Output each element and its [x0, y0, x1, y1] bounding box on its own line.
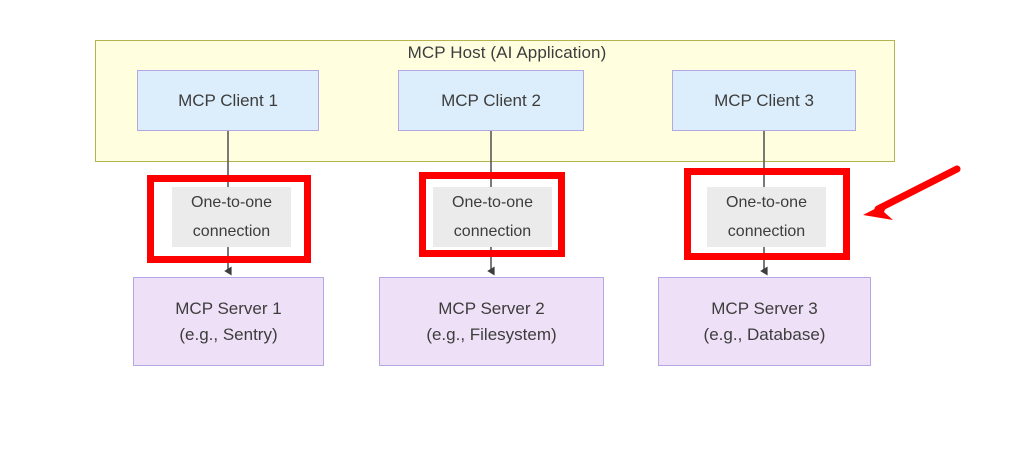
- mcp-client-2-box[interactable]: MCP Client 2: [398, 70, 584, 131]
- mcp-client-3-label: MCP Client 3: [714, 90, 814, 110]
- one-to-one-connection-label-1: One-to-one connection: [172, 187, 291, 247]
- mcp-server-1-example: (e.g., Sentry): [179, 324, 278, 344]
- mcp-server-2-example: (e.g., Filesystem): [426, 324, 557, 344]
- mcp-host-title: MCP Host (AI Application): [407, 43, 607, 62]
- mcp-server-1-box[interactable]: MCP Server 1 (e.g., Sentry): [133, 277, 324, 366]
- one-to-one-connection-label-3: One-to-one connection: [707, 187, 826, 247]
- mcp-client-3-box[interactable]: MCP Client 3: [672, 70, 856, 131]
- one-to-one-connection-label-2: One-to-one connection: [433, 187, 552, 247]
- mcp-client-1-box[interactable]: MCP Client 1: [137, 70, 319, 131]
- mcp-server-3-box[interactable]: MCP Server 3 (e.g., Database): [658, 277, 871, 366]
- red-highlight-box-3: [684, 168, 850, 260]
- mcp-server-1-name: MCP Server 1: [175, 298, 282, 318]
- mcp-server-2-box[interactable]: MCP Server 2 (e.g., Filesystem): [379, 277, 604, 366]
- mcp-client-1-label: MCP Client 1: [178, 90, 278, 110]
- red-pointer-arrow-icon: [863, 165, 961, 220]
- mcp-server-2-name: MCP Server 2: [438, 298, 545, 318]
- mcp-server-3-example: (e.g., Database): [703, 324, 826, 344]
- red-highlight-box-1: [147, 175, 311, 263]
- mcp-client-2-label: MCP Client 2: [441, 90, 541, 110]
- mcp-server-3-name: MCP Server 3: [711, 298, 818, 318]
- red-highlight-box-2: [419, 172, 565, 257]
